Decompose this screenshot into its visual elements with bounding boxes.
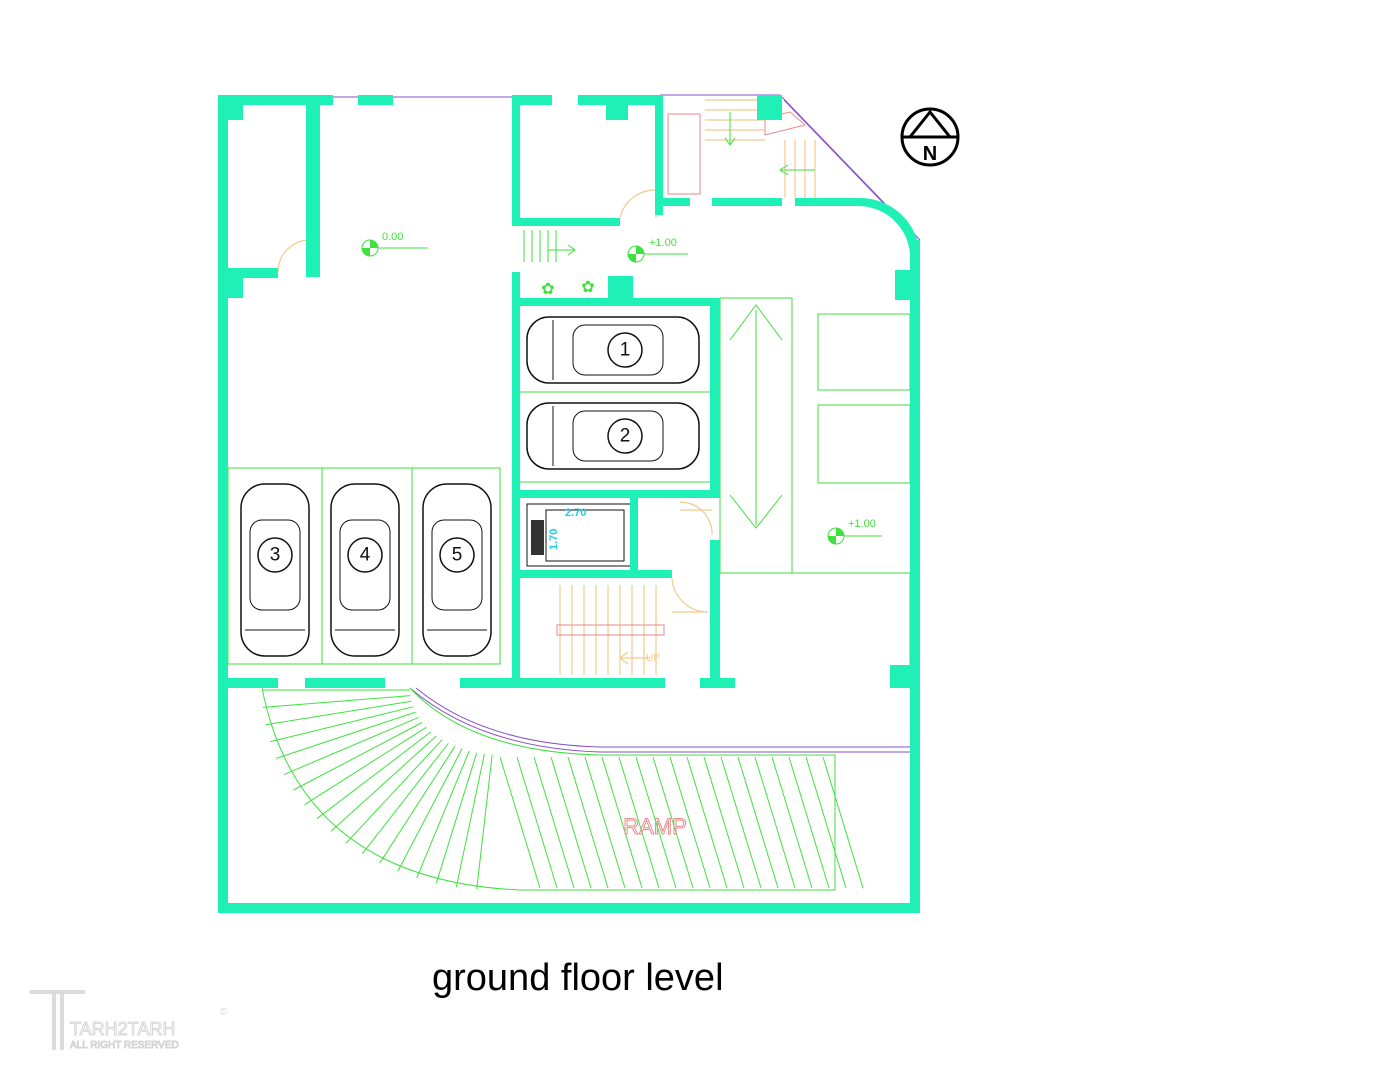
ramp-hatch-line bbox=[737, 756, 779, 889]
car-4: 4 bbox=[330, 483, 400, 657]
car-2: 2 bbox=[526, 402, 700, 470]
svg-text:0.00: 0.00 bbox=[382, 231, 403, 243]
ramp-hatch-line bbox=[771, 756, 813, 889]
ramp: RAMP bbox=[261, 687, 864, 891]
ramp-hatch-line bbox=[635, 756, 677, 889]
parking-spot-number: 2 bbox=[620, 426, 631, 447]
parking-spot-number: 1 bbox=[620, 340, 631, 361]
svg-text:ALL RIGHT RESERVED: ALL RIGHT RESERVED bbox=[70, 1040, 179, 1051]
ramp-hatch-line bbox=[567, 756, 609, 889]
level-marker-2: +1.00 bbox=[827, 518, 882, 545]
drive-direction-arrow-icon bbox=[729, 304, 783, 529]
ramp-hatch-line bbox=[330, 735, 437, 832]
plant-icon: ✿ bbox=[581, 279, 594, 296]
ramp-hatch-line bbox=[618, 756, 660, 889]
ramp-hatch-line bbox=[601, 756, 643, 889]
main-stairs: UP bbox=[556, 585, 665, 675]
ramp-hatch-line bbox=[754, 756, 796, 889]
ramp-hatch-line bbox=[584, 756, 626, 889]
walls bbox=[218, 95, 920, 913]
svg-text:+1.00: +1.00 bbox=[848, 518, 876, 530]
small-stairs: ✿ ✿ bbox=[523, 230, 595, 298]
ramp-hatch-line bbox=[533, 756, 575, 889]
ramp-hatch-line bbox=[262, 695, 411, 708]
ramp-hatch-line bbox=[499, 756, 541, 889]
watermark-logo: TARH2TARH ALL RIGHT RESERVED © bbox=[30, 990, 228, 1052]
ramp-hatch-line bbox=[361, 742, 449, 855]
car-5: 5 bbox=[422, 483, 492, 657]
elevator-depth: 1.70 bbox=[548, 529, 560, 550]
parking-spot-number: 5 bbox=[452, 545, 463, 566]
ramp-hatch-line bbox=[476, 754, 493, 890]
parking-spot-number: 4 bbox=[360, 545, 371, 566]
car-3: 3 bbox=[240, 483, 310, 657]
svg-text:+1.00: +1.00 bbox=[649, 237, 677, 249]
entrance-stairs bbox=[667, 99, 816, 198]
doors bbox=[277, 189, 713, 613]
ramp-hatch-line bbox=[805, 756, 847, 889]
ramp-hatch-line bbox=[822, 756, 864, 889]
ramp-hatch-line bbox=[652, 756, 694, 889]
car-1: 1 bbox=[526, 316, 700, 384]
ramp-hatch-line bbox=[550, 756, 592, 889]
ramp-hatch-line bbox=[379, 746, 456, 864]
ramp-hatch-line bbox=[276, 711, 416, 759]
ramp-hatch-line bbox=[703, 756, 745, 889]
plant-icon: ✿ bbox=[541, 281, 554, 298]
ramp-hatch-line bbox=[397, 748, 463, 872]
ramp-hatch-line bbox=[316, 731, 432, 819]
ramp-hatch-line bbox=[269, 706, 414, 743]
ramp-hatch-line bbox=[265, 700, 412, 726]
svg-text:©: © bbox=[220, 1007, 228, 1018]
north-arrow-icon: N bbox=[900, 107, 960, 167]
parked-cars: 1 2 3 4 5 bbox=[240, 316, 700, 657]
ramp-hatch-line bbox=[416, 750, 470, 879]
ramp-hatch-line bbox=[516, 756, 558, 889]
ramp-hatch-line bbox=[669, 756, 711, 889]
ramp-hatch-line bbox=[293, 722, 423, 791]
ramp-label: RAMP bbox=[623, 814, 687, 839]
parking-spot-number: 3 bbox=[270, 545, 281, 566]
ramp-hatch-line bbox=[686, 756, 728, 889]
level-marker-1: +1.00 bbox=[627, 237, 688, 263]
svg-text:TARH2TARH: TARH2TARH bbox=[70, 1019, 175, 1039]
ramp-hatch-line bbox=[283, 717, 419, 775]
compass-label: N bbox=[923, 143, 937, 165]
level-marker-0: 0.00 bbox=[361, 231, 428, 257]
ramp-hatch-line bbox=[435, 752, 478, 884]
stairs-up-label: UP bbox=[646, 653, 660, 664]
elevator: 2.70 1.70 bbox=[526, 503, 633, 567]
ramp-hatch-line bbox=[455, 753, 485, 888]
ramp-hatch-line bbox=[720, 756, 762, 889]
ramp-hatch-line bbox=[304, 726, 427, 806]
ramp-hatch-line bbox=[788, 756, 830, 889]
elevator-width: 2.70 bbox=[565, 507, 586, 519]
plan-title: ground floor level bbox=[432, 957, 724, 999]
ramp-hatch-line bbox=[345, 739, 443, 844]
